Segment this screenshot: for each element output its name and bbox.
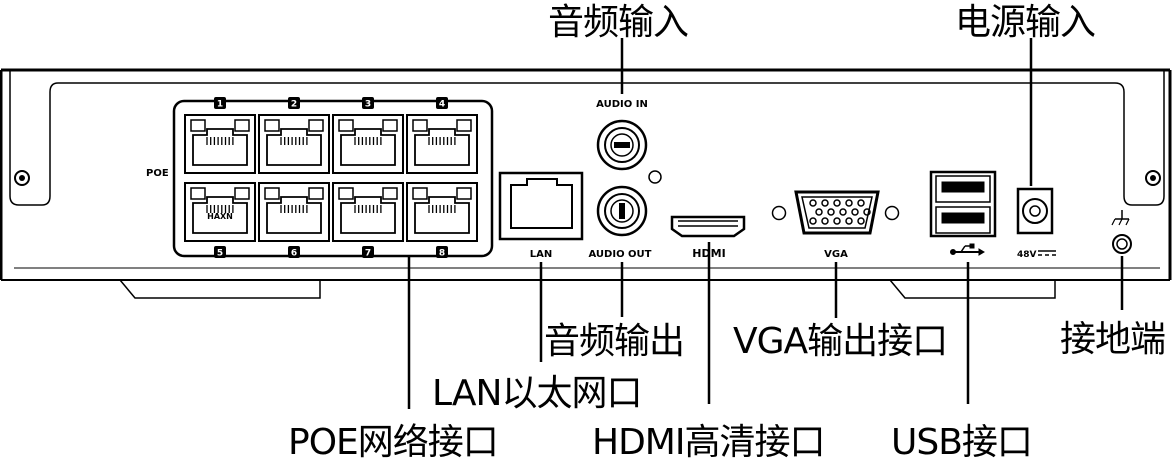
ground-symbol-icon [1111, 210, 1130, 226]
port-number-badge: 7 [362, 246, 374, 259]
callout-usb: USB接口 [891, 422, 1033, 463]
audio-in-jack [596, 119, 648, 171]
vga-pin [815, 208, 823, 216]
port-number-badge: 1 [214, 97, 226, 110]
usb-symbol-icon [950, 243, 985, 256]
poe-port [332, 114, 404, 174]
chassis [0, 68, 1172, 299]
port-number-badge: 8 [436, 246, 448, 259]
ground-terminal [1112, 234, 1132, 254]
lan-port [498, 171, 584, 241]
hdmi-port [670, 215, 746, 238]
vga-pin [821, 199, 829, 207]
poe-port [258, 114, 330, 174]
vga-pin [857, 199, 865, 207]
svg-text:7: 7 [365, 249, 371, 259]
callout-audio-out: 音频输出 [544, 321, 685, 362]
callout-lan: LAN以太网口 [432, 373, 642, 414]
callout-audio-in: 音频输入 [548, 2, 689, 43]
leader-lines [407, 38, 1124, 409]
poe-port [258, 182, 330, 242]
vga-screw-right-icon [884, 205, 900, 221]
vga-pin [827, 208, 835, 216]
svg-text:5: 5 [217, 249, 223, 259]
poe-port-frame [172, 99, 494, 258]
svg-text:6: 6 [291, 249, 297, 259]
mount-hole-right-icon [1145, 170, 1161, 186]
lan-port-label: LAN [530, 249, 552, 260]
svg-text:8: 8 [439, 249, 445, 259]
indicator-led [648, 170, 662, 184]
poe-port [332, 182, 404, 242]
vga-port [794, 190, 880, 235]
poe-port [184, 114, 256, 174]
poe-port [406, 182, 478, 242]
power-rating-label: 48V [1017, 250, 1037, 260]
callout-ground: 接地端 [1060, 319, 1166, 360]
poe-panel-label: POE [146, 168, 169, 179]
power-input-jack [1016, 187, 1054, 235]
port-number-badge: 6 [288, 246, 300, 259]
vga-pin [809, 199, 817, 207]
audio-in-label: AUDIO IN [596, 99, 648, 110]
port-number-badge: 4 [436, 97, 448, 110]
port-mark-label: HAXN [207, 212, 233, 221]
vga-pin [821, 217, 829, 225]
vga-pin [833, 217, 841, 225]
callout-vga-out: VGA输出接口 [733, 321, 948, 362]
audio-out-label: AUDIO OUT [589, 249, 652, 260]
dc-symbol-icon [1038, 250, 1056, 256]
vga-pin [851, 208, 859, 216]
callout-hdmi: HDMI高清接口 [592, 422, 825, 463]
svg-text:2: 2 [291, 100, 297, 110]
vga-pin [809, 217, 817, 225]
svg-text:4: 4 [439, 100, 445, 110]
port-number-badge: 5 [214, 246, 226, 259]
vga-pin [863, 208, 871, 216]
vga-pin [857, 217, 865, 225]
poe-port [406, 114, 478, 174]
poe-port: HAXN [184, 182, 256, 242]
usb-ports [929, 170, 997, 238]
vga-pin [845, 217, 853, 225]
audio-out-jack [596, 185, 648, 237]
vga-screw-left-icon [771, 205, 787, 221]
port-number-badge: 2 [288, 97, 300, 110]
mount-hole-left-icon [14, 170, 30, 186]
vga-pin [845, 199, 853, 207]
svg-text:3: 3 [365, 100, 371, 110]
vga-pin [839, 208, 847, 216]
callout-power-in: 电源输入 [955, 2, 1096, 43]
svg-text:1: 1 [217, 100, 223, 110]
vga-pin [833, 199, 841, 207]
port-number-badge: 3 [362, 97, 374, 110]
vga-port-label: VGA [824, 249, 848, 260]
callout-poe: POE网络接口 [288, 422, 499, 463]
